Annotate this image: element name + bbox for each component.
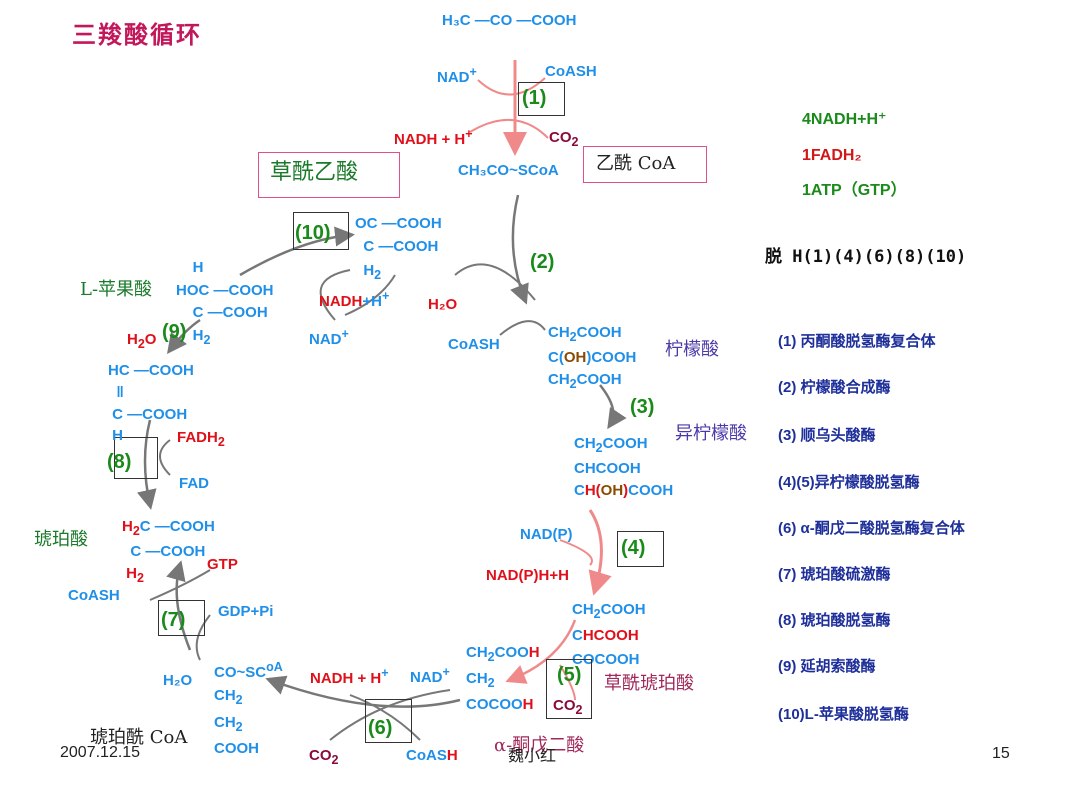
enzyme-3: (3) 顺乌头酸酶 — [778, 427, 876, 444]
step7-box — [158, 600, 205, 636]
acetyl-coa-formula: CH₃CO~SCoA — [458, 162, 559, 179]
step5-box — [546, 659, 592, 719]
coash-step1: CoASH — [545, 63, 597, 80]
enzyme-4: (4)(5)异柠檬酸脱氢酶 — [778, 474, 920, 491]
co2-step5: CO2 — [553, 697, 583, 717]
nadh-step6: NADH + H+ — [310, 666, 389, 687]
nad-step10: NAD+ — [309, 327, 349, 348]
step2-label: (2) — [530, 251, 555, 273]
step4-box — [617, 531, 664, 567]
enzyme-6: (6) α-酮戊二酸脱氢酶复合体 — [778, 520, 965, 537]
succinate-formula: H2C —COOH C —COOH H2 — [122, 518, 215, 586]
gdp-step7: GDP+Pi — [218, 603, 274, 620]
succinyl-coa-name: 琥珀酰 CoA — [90, 727, 188, 748]
step10-label: (10) — [295, 222, 331, 244]
acetyl-coa-name: 乙酰 CoA — [596, 153, 676, 174]
nadph-step4: NAD(P)H+H — [486, 567, 569, 584]
succinate-name: 琥珀酸 — [34, 529, 88, 550]
enzyme-7: (7) 琥珀酸硫激酶 — [778, 566, 891, 583]
nadh-step1: NADH + H+ — [394, 127, 473, 148]
footer-date: 2007.12.15 — [60, 744, 141, 761]
step5-label: (5) — [557, 664, 582, 686]
oxalosuccinate-name: 草酰琥珀酸 — [604, 673, 694, 694]
step1-box — [518, 82, 565, 116]
step10-box — [293, 212, 349, 250]
citrate-name: 柠檬酸 — [665, 339, 719, 360]
pyruvate-formula: H₃C —CO —COOH — [442, 12, 577, 29]
fadh2-step8: FADH2 — [177, 429, 225, 449]
gtp-step7: GTP — [207, 556, 238, 573]
enzyme-9: (9) 延胡索酸酶 — [778, 658, 876, 675]
summary-dehydro: 脱 H(1)(4)(6)(8)(10) — [765, 247, 967, 267]
step8-box — [114, 437, 158, 479]
step7-label: (7) — [161, 609, 186, 631]
nadp-step4: NAD(P) — [520, 526, 573, 543]
fumarate-formula: HC —COOH ‖ C —COOH H — [108, 362, 194, 445]
coash-step7: CoASH — [68, 587, 120, 604]
fad-step8: FAD — [179, 475, 209, 492]
akg-name: α-酮戊二酸 — [494, 735, 585, 756]
enzyme-1: (1) 丙酮酸脱氢酶复合体 — [778, 333, 936, 350]
coash-step2: CoASH — [448, 336, 500, 353]
page-title: 三羧酸循环 — [72, 22, 202, 49]
h2o-step7: H₂O — [163, 672, 193, 689]
enzyme-8: (8) 琥珀酸脱氢酶 — [778, 612, 891, 629]
enzyme-2: (2) 柠檬酸合成酶 — [778, 379, 891, 396]
oxaloacetate-name: 草酰乙酸 — [270, 160, 359, 185]
summary-nadh: 4NADH+H⁺ — [802, 111, 887, 128]
summary-atp: 1ATP（GTP） — [802, 182, 907, 199]
step9-label: (9) — [162, 321, 187, 343]
step8-label: (8) — [107, 451, 132, 473]
co2-step1: CO2 — [549, 129, 579, 149]
enzyme-10: (10)L-苹果酸脱氢酶 — [778, 706, 909, 723]
nad-step1: NAD+ — [437, 65, 477, 86]
footer-author: 魏小红 — [508, 746, 557, 765]
step3-label: (3) — [630, 396, 655, 418]
step6-box — [365, 699, 412, 743]
malate-name: L-苹果酸 — [80, 279, 153, 300]
oxaloacetate-name-box — [258, 152, 400, 198]
co2-step6: CO2 — [309, 747, 339, 767]
step6-label: (6) — [368, 717, 393, 739]
step4-label: (4) — [621, 537, 646, 559]
nadh-step10: NADH+H+ — [319, 289, 390, 310]
step1-label: (1) — [522, 87, 547, 109]
nad-step6: NAD+ — [410, 665, 450, 686]
summary-fadh: 1FADH₂ — [802, 147, 862, 164]
oxaloacetate-formula: OC —COOH C —COOH H2 — [355, 215, 442, 282]
page-number: 15 — [992, 745, 1010, 762]
isocitrate-name: 异柠檬酸 — [675, 423, 747, 444]
h2o-step2: H₂O — [428, 296, 458, 313]
h2o-step9: H2O — [127, 331, 157, 351]
acetyl-coa-name-box — [583, 146, 707, 183]
coash-step6: CoASH — [406, 747, 458, 764]
